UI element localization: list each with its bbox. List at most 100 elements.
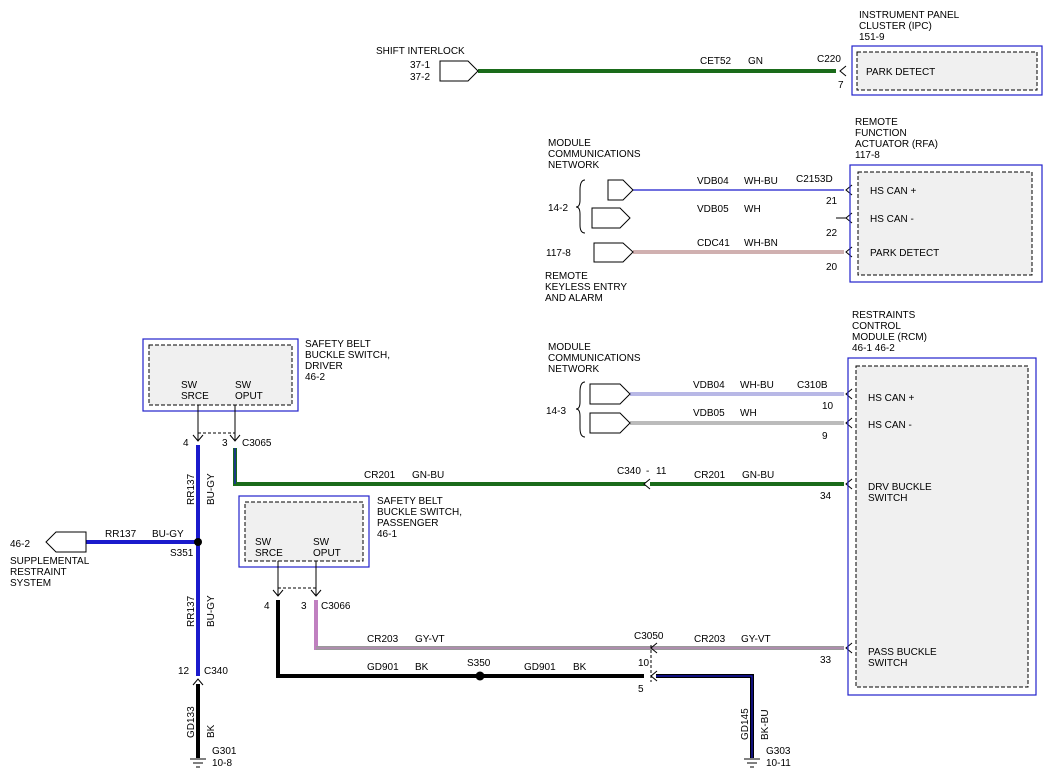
wire-label: RR137 — [186, 473, 197, 505]
connector-arrow-icon — [593, 242, 634, 263]
pin-arrow-icon — [845, 184, 853, 196]
connector-arrow-icon — [607, 179, 634, 201]
wire-label: GD901 — [367, 662, 399, 673]
connector-pin: 3 — [301, 601, 307, 612]
srs-ref[interactable]: 46-2 SUPPLEMENTAL RESTRAINT SYSTEM — [10, 531, 90, 589]
ref-label: KEYLESS ENTRY — [545, 282, 627, 293]
mcn-ref-2[interactable]: MODULE COMMUNICATIONS NETWORK 14-3 — [546, 342, 641, 438]
pin-label: OPUT — [313, 548, 341, 559]
wire-label: GD901 — [524, 662, 556, 673]
pin-label: OPUT — [235, 391, 263, 402]
ground-name: G301 — [212, 746, 237, 757]
mcn-ref-1[interactable]: MODULE COMMUNICATIONS NETWORK 14-2 — [548, 138, 641, 234]
connector-name: C3050 — [634, 631, 664, 642]
pin-label: DRV BUCKLE — [868, 482, 932, 493]
ref-label: REMOTE — [545, 271, 588, 282]
wire-color: BK — [415, 662, 429, 673]
pin-label: SW — [181, 380, 198, 391]
pin-label: SW — [235, 380, 252, 391]
wire-label: VDB05 — [697, 204, 729, 215]
rke-ref[interactable]: 117-8 REMOTE KEYLESS ENTRY AND ALARM — [545, 242, 634, 304]
connector-arrow-icon — [589, 412, 631, 434]
component-driver-switch[interactable]: SW SRCE SW OPUT SAFETY BELT BUCKLE SWITC… — [142, 338, 390, 412]
component-title: ACTUATOR (RFA) — [855, 139, 938, 150]
wire-label: GD133 — [186, 706, 197, 738]
wire-label: RR137 — [186, 595, 197, 627]
connector-name: C340 — [617, 466, 641, 477]
pin-arrow-icon — [845, 388, 853, 400]
pin-label: SW — [255, 537, 272, 548]
connector-arrow-icon — [589, 383, 631, 405]
splice-s350 — [475, 671, 485, 681]
component-title: DRIVER — [305, 361, 343, 372]
connector-pin: 9 — [822, 431, 828, 442]
component-title: REMOTE — [855, 117, 898, 128]
pin-label: SWITCH — [868, 658, 907, 669]
connector-name: C220 — [817, 54, 841, 65]
pin-label: PASS BUCKLE — [868, 647, 937, 658]
wire-color: BU-GY — [152, 529, 184, 540]
component-rcm[interactable]: RESTRAINTS CONTROL MODULE (RCM) 46-1 46-… — [847, 310, 1037, 696]
ref-label: SUPPLEMENTAL — [10, 556, 90, 567]
connector-arrow-icon — [439, 60, 479, 82]
connector-pin: 10 — [822, 401, 834, 412]
component-title: INSTRUMENT PANEL — [859, 10, 960, 21]
connector-pin: 12 — [178, 666, 190, 677]
pin-arrow-icon — [839, 65, 847, 77]
ground-icon — [190, 758, 206, 768]
wire-gd901 — [276, 600, 644, 678]
wire-gd145-stripe — [656, 675, 753, 758]
ref-page: 14-2 — [548, 203, 568, 214]
component-title: 117-8 — [855, 150, 880, 161]
component-inner — [244, 501, 364, 562]
ref-label: COMMUNICATIONS — [548, 353, 641, 364]
ref-page: 46-2 — [10, 539, 30, 550]
pin-arrow-icon — [650, 670, 658, 682]
ref-page: 37-1 — [410, 60, 430, 71]
connector-pin: 33 — [820, 655, 832, 666]
wire-color: GY-VT — [415, 634, 445, 645]
component-border — [847, 357, 1037, 696]
wire-color: WH-BN — [744, 238, 778, 249]
wire-color: GN — [748, 56, 763, 67]
wire-color: BU-GY — [206, 473, 217, 505]
wire-color: BK — [573, 662, 587, 673]
wire-color: BK-BU — [760, 709, 771, 740]
pin-label: PARK DETECT — [870, 248, 939, 259]
connector-name: C310B — [797, 380, 828, 391]
connector-name: C3066 — [321, 601, 351, 612]
ground-icon — [744, 758, 760, 768]
pin-arrow-icon — [845, 417, 853, 429]
component-title: BUCKLE SWITCH, — [305, 350, 390, 361]
ref-label: NETWORK — [548, 160, 599, 171]
component-title: 46-2 — [305, 372, 325, 383]
splice-label: S351 — [170, 548, 194, 559]
connector-pin: 20 — [826, 262, 838, 273]
connector-pin: 3 — [222, 438, 228, 449]
wire-label: VDB04 — [693, 380, 725, 391]
wire-color: GN-BU — [412, 470, 444, 481]
component-title: FUNCTION — [855, 128, 907, 139]
shift-interlock-ref[interactable]: SHIFT INTERLOCK 37-1 37-2 — [376, 46, 479, 83]
pin-label: HS CAN + — [870, 186, 917, 197]
component-title: 46-1 46-2 — [852, 343, 895, 354]
component-pass-switch[interactable]: SW SRCE SW OPUT SAFETY BELT BUCKLE SWITC… — [238, 495, 462, 568]
component-rfa[interactable]: REMOTE FUNCTION ACTUATOR (RFA) 117-8 HS … — [849, 117, 1043, 283]
ref-page: 37-2 — [410, 72, 430, 83]
wire-label: CR203 — [694, 634, 726, 645]
component-title: SAFETY BELT — [305, 339, 371, 350]
brace-icon — [575, 179, 586, 234]
connector-pin: 10 — [638, 658, 650, 669]
component-title: 46-1 — [377, 529, 397, 540]
pin-label: PARK DETECT — [866, 67, 935, 78]
component-border — [849, 164, 1043, 283]
connector-arrow-icon — [591, 207, 631, 229]
ref-label: AND ALARM — [545, 293, 603, 304]
pin-label: SRCE — [181, 391, 209, 402]
wire-color: WH-BU — [744, 176, 778, 187]
pin-label: SWITCH — [868, 493, 907, 504]
connector-pin: 22 — [826, 228, 838, 239]
component-ipc[interactable]: INSTRUMENT PANEL CLUSTER (IPC) 151-9 PAR… — [851, 10, 1043, 96]
connector-arrow-icon — [45, 531, 87, 553]
wire-color: GN-BU — [742, 470, 774, 481]
